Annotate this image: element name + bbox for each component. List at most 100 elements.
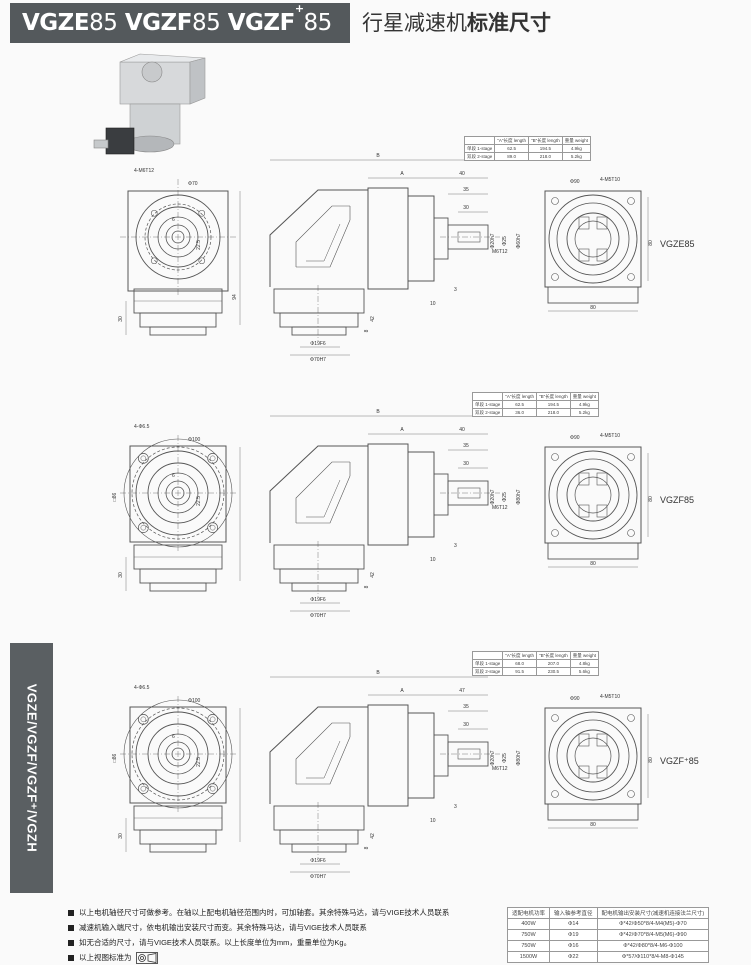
side-a-label: A	[400, 688, 404, 694]
spec-cell: 91.5	[502, 667, 537, 676]
outline	[140, 455, 147, 462]
outline	[551, 790, 559, 798]
front-s1-label: 6	[172, 217, 175, 223]
spec-cell: 5.6kg	[569, 667, 599, 676]
spec-header-2: "B"长度 length	[527, 136, 563, 145]
outline	[198, 257, 206, 265]
outline	[209, 524, 216, 531]
side-d1-label: Φ20h7	[490, 489, 496, 504]
housing-rib	[306, 740, 341, 779]
outline	[596, 504, 608, 518]
bottom-d2-label: Φ70H7	[310, 874, 326, 880]
outline	[207, 783, 218, 795]
side-40-label: 47	[459, 688, 465, 694]
spec-header-0	[471, 392, 504, 401]
spec-cell: 207.0	[535, 659, 571, 668]
outline	[207, 522, 218, 534]
front-square-label: □86	[112, 492, 118, 501]
side-10-label: 10	[430, 557, 436, 563]
side-3-label: 3	[454, 287, 457, 293]
side-8-label: 8	[364, 329, 370, 332]
housing-rib	[296, 462, 351, 524]
end-width-label: 80	[590, 305, 596, 311]
end-height-label: 80	[648, 240, 654, 246]
front-s1-label: 6	[172, 473, 175, 479]
outline	[547, 542, 639, 560]
end-height-label: 80	[648, 496, 654, 502]
front-pcd-label: Φ100	[188, 437, 201, 443]
outline	[556, 202, 630, 276]
bottom-d2-label: Φ70H7	[310, 613, 326, 619]
bottom-d1-label: Φ19F6	[310, 597, 326, 603]
power-header-2: 配电机输出安装尺寸(减速机连接法兰尺寸)	[596, 907, 710, 919]
side-10-label: 10	[430, 301, 436, 307]
outline	[627, 273, 635, 281]
outline	[566, 468, 620, 522]
front-height-label: 94	[232, 294, 238, 300]
outline	[139, 568, 217, 584]
outline	[207, 713, 218, 725]
outline	[547, 803, 639, 821]
housing-rib	[295, 722, 350, 784]
side-b-label: B	[376, 153, 380, 159]
subtitle-normal: 行星减速机	[362, 11, 467, 35]
outline	[291, 582, 347, 592]
outline	[207, 453, 218, 464]
power-cell: Φ*57/Φ110*8/4-M8-Φ145	[596, 951, 710, 963]
spec-header-3: 重量 weight	[569, 651, 599, 660]
outline	[407, 712, 435, 799]
note-1: 以上电机轴径尺寸可做参考。在轴以上配电机轴径范围内时，可加轴套。其余特殊马达，请…	[68, 905, 449, 920]
power-cell: Φ22	[549, 951, 598, 963]
outline	[149, 582, 207, 592]
housing-rib	[295, 461, 350, 523]
outline	[556, 719, 630, 793]
outline	[138, 783, 149, 795]
title-model-3: VGZF+85	[227, 2, 333, 37]
bottom-d1-label: Φ19F6	[310, 858, 326, 864]
spec-cell: 双段 2-stage	[463, 152, 496, 161]
side-a-label: A	[400, 171, 404, 177]
front-pcd-label: Φ70	[188, 181, 198, 187]
side-d2-label: Φ25	[502, 236, 508, 246]
side-a-label: A	[400, 427, 404, 433]
side-b-label: B	[376, 409, 380, 415]
outline	[273, 544, 365, 570]
housing-rib	[306, 223, 341, 262]
outline	[149, 843, 207, 853]
outline	[279, 829, 359, 845]
power-header-0: 适配电机功率	[506, 907, 551, 919]
front-base-label: 30	[118, 316, 124, 322]
outline	[627, 790, 635, 798]
end-thread-label: 4-M5T10	[600, 433, 620, 439]
gearbox-photo	[93, 53, 206, 155]
side-thread-label: M6T12	[492, 249, 508, 255]
outline	[198, 209, 206, 217]
side-b-label: B	[376, 670, 380, 676]
outline	[150, 257, 158, 265]
spec-cell: 单段 1-stage	[471, 400, 504, 409]
spec-header-3: 重量 weight	[561, 136, 591, 145]
spec-cell: 双段 2-stage	[471, 667, 504, 676]
outline	[578, 765, 590, 779]
power-cell: Φ*42/Φ70*8/4-M5(M6)-Φ90	[596, 929, 710, 941]
side-30-label: 30	[463, 461, 469, 467]
spec-header-3: 重量 weight	[569, 392, 599, 401]
outline	[627, 714, 635, 722]
spec-cell: 194.5	[527, 144, 563, 153]
outline	[547, 286, 639, 304]
